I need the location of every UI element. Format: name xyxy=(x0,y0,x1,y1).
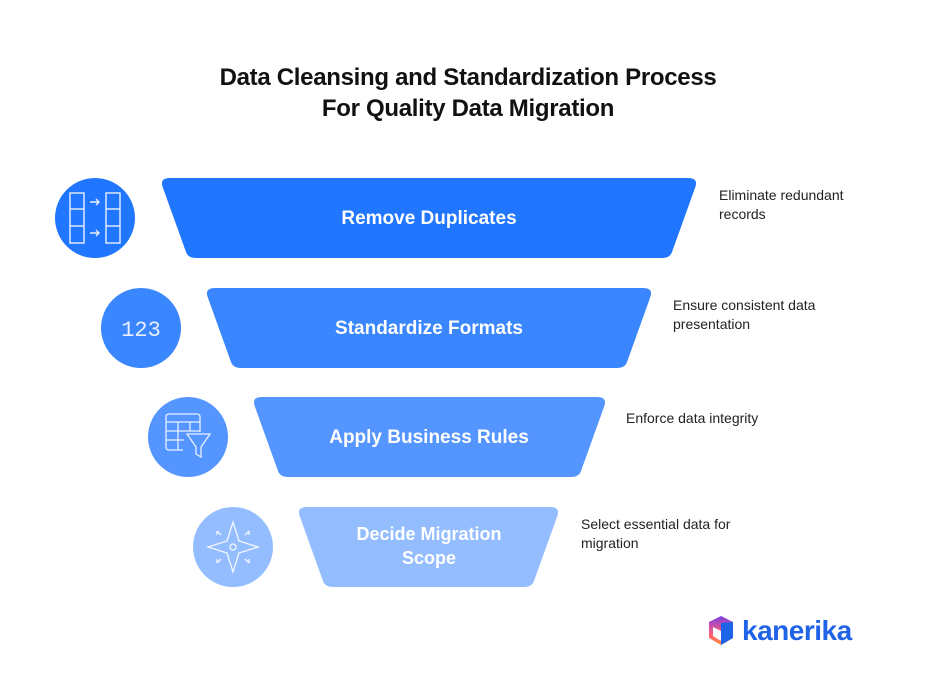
kanerika-logo-icon xyxy=(709,616,733,645)
numbers-123-icon: 123 xyxy=(101,288,181,368)
step-4-label: Decide Migration Scope xyxy=(356,524,502,568)
funnel-segment-1 xyxy=(161,178,697,258)
step-2-label: Standardize Formats xyxy=(335,318,523,339)
kanerika-logo: kanerika xyxy=(742,617,852,645)
title-line-1: Data Cleansing and Standardization Proce… xyxy=(219,64,717,91)
title-line-2: For Quality Data Migration xyxy=(321,95,615,122)
step-1-label: Remove Duplicates xyxy=(341,208,517,229)
table-filter-icon xyxy=(148,397,228,477)
step-4-description: Select essential data for migration xyxy=(581,516,731,551)
funnel-segment-2 xyxy=(206,288,652,368)
logo-text: kanerika xyxy=(742,615,852,646)
step-1-description: Eliminate redundant records xyxy=(719,187,844,222)
move-columns-icon xyxy=(55,178,135,258)
funnel-segment-3 xyxy=(253,397,606,477)
diagram-title: Data Cleansing and Standardization Proce… xyxy=(0,62,936,124)
step-2-description: Ensure consistent data presentation xyxy=(673,297,816,332)
compass-star-icon xyxy=(193,507,273,587)
step-3-description: Enforce data integrity xyxy=(626,410,759,426)
svg-text:123: 123 xyxy=(121,318,161,343)
step-3-label: Apply Business Rules xyxy=(329,427,529,448)
funnel-segment-4 xyxy=(298,507,559,587)
